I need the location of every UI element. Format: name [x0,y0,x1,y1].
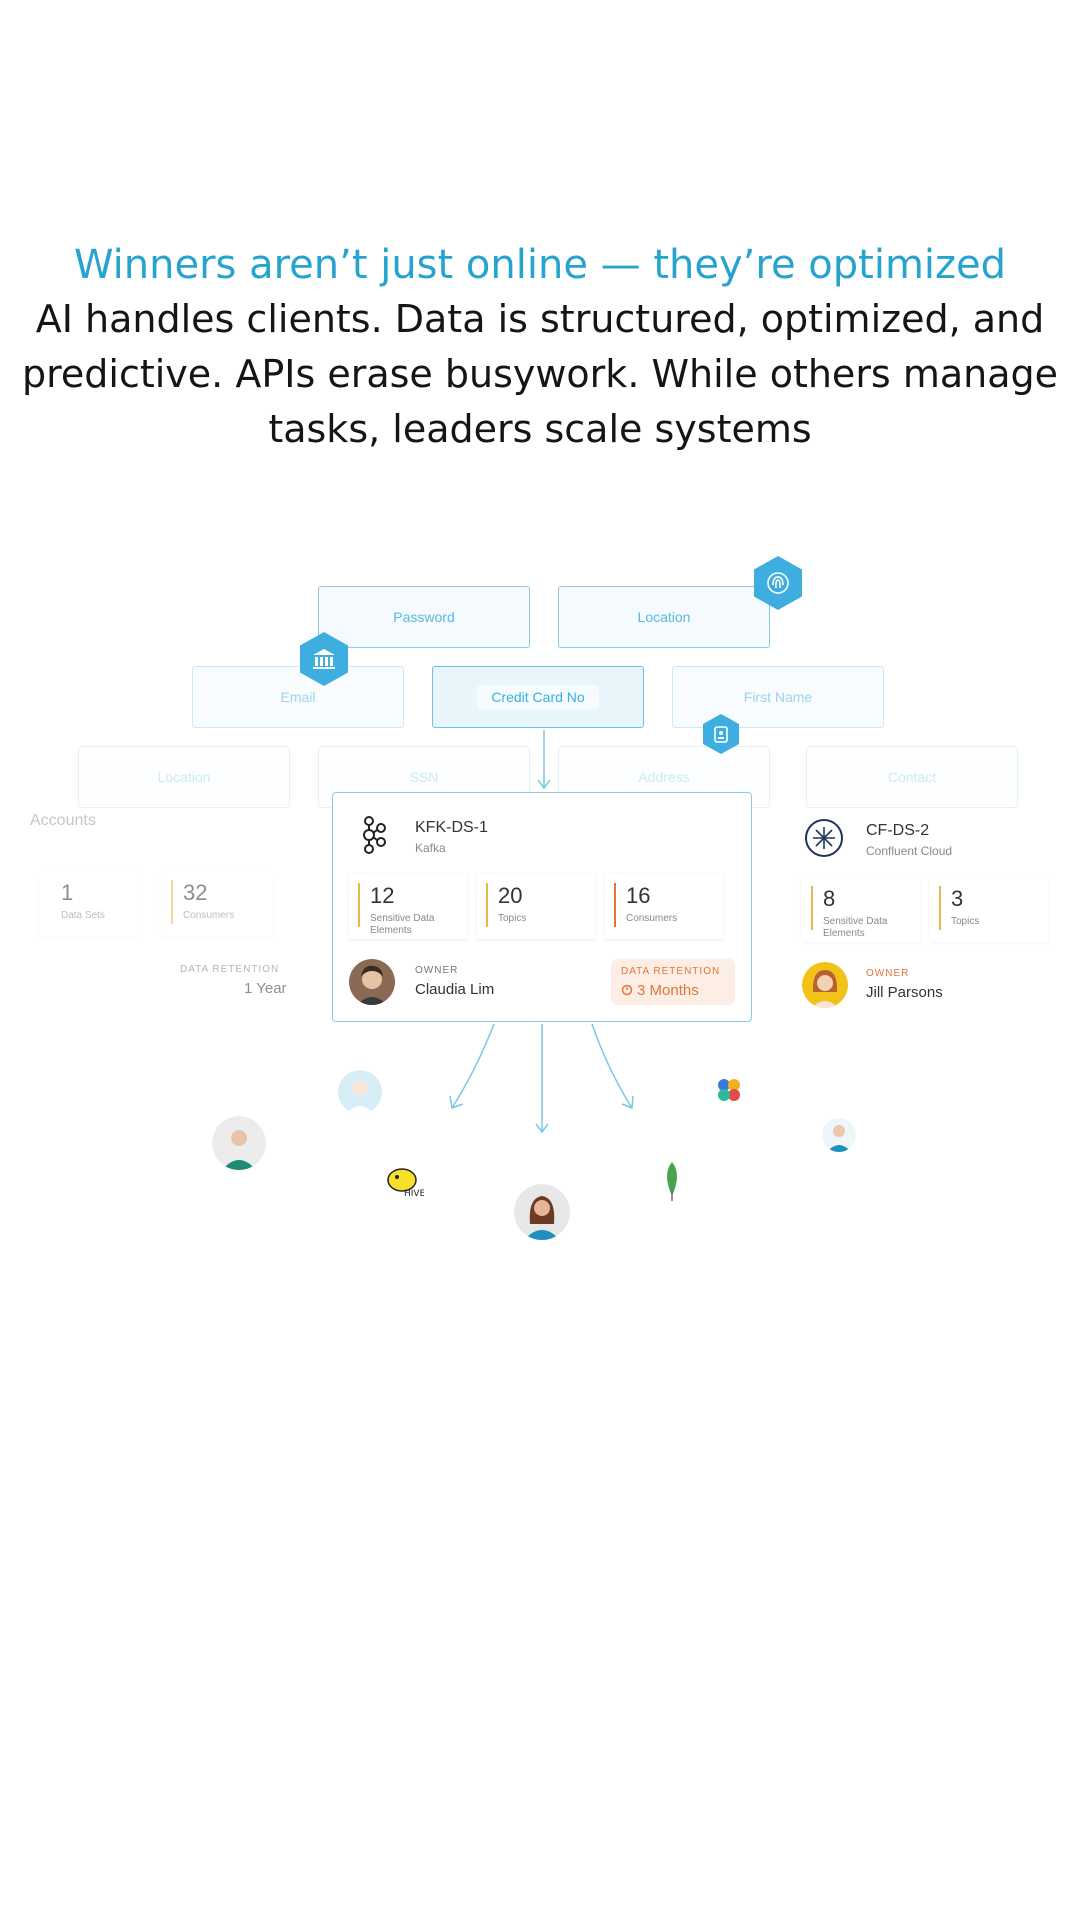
accounts-stat-datasets: 1 Data Sets [40,872,140,936]
kafka-dataset-card[interactable]: KFK-DS-1 Kafka 12 Sensitive Data Element… [332,792,752,1022]
hive-icon: HIVE [384,1164,426,1200]
field-credit-card: Credit Card No [432,666,644,728]
owner-label: OWNER [866,968,910,979]
accounts-stat-consumers: 32 Consumers [162,872,272,936]
retention-label: DATA RETENTION [621,966,721,977]
svg-text:HIVE: HIVE [404,1189,424,1199]
stat-topics: 20 Topics [477,875,595,939]
stat-value: 12 [370,883,395,908]
bank-icon [300,632,348,686]
consumer-avatar [212,1116,266,1170]
stat-sensitive-elements: 8 Sensitive Data Elements [802,878,920,942]
card-title: CF-DS-2 [866,822,930,839]
field-location-2: Location [78,746,290,808]
stat-value: 32 [183,880,208,905]
stat-value: 16 [626,883,651,908]
card-title: KFK-DS-1 [415,819,488,836]
stat-value: 8 [823,886,836,911]
card-subtitle: Kafka [415,841,446,855]
kafka-icon [363,816,386,854]
owner-label: OWNER [415,965,459,976]
stat-label: Consumers [626,913,678,924]
retention-value: 3 Months [637,982,699,999]
stat-label: Topics [951,916,980,927]
stat-label: Data Sets [61,910,105,921]
consumer-avatar [338,1070,382,1114]
stat-sensitive-elements: 12 Sensitive Data Elements [349,875,467,939]
stat-label: Sensitive Data Elements [370,913,435,936]
stat-topics: 3 Topics [930,878,1048,942]
badge-icon [703,714,739,754]
consumer-avatar [514,1184,570,1240]
looker-icon [714,1075,744,1105]
stat-value: 1 [61,880,74,905]
timer-icon [621,984,633,996]
consumer-avatar [822,1118,856,1152]
stat-value: 3 [951,886,964,911]
stat-label: Sensitive Data Elements [823,916,888,939]
field-contact: Contact [806,746,1018,808]
field-first-name: First Name [672,666,884,728]
mongodb-icon [662,1160,682,1202]
owner-name: Jill Parsons [866,984,943,1001]
data-lineage-illustration: Password Location Email Credit Card No F… [0,540,1080,1260]
accounts-retention-label: DATA RETENTION [180,964,280,975]
fingerprint-icon [754,556,802,610]
field-location: Location [558,586,770,648]
stat-consumers: 16 Consumers [605,875,723,939]
confluent-dataset-card[interactable]: CF-DS-2 Confluent Cloud 8 Sensitive Data… [800,812,1080,1032]
accounts-card-title: Accounts [30,812,96,829]
accounts-retention-value: 1 Year [244,980,287,997]
hero-title: Winners aren’t just online — they’re opt… [73,242,1007,288]
stat-label: Consumers [183,910,235,921]
accounts-card: Accounts 1 Data Sets 32 Consumers DATA R… [30,812,290,1012]
owner-name: Claudia Lim [415,981,495,998]
avatar [349,959,395,1005]
field-password: Password [318,586,530,648]
retention-badge: DATA RETENTION 3 Months [611,959,735,1005]
stat-label: Topics [498,913,527,924]
stat-value: 20 [498,883,523,908]
confluent-icon [805,819,843,857]
card-subtitle: Confluent Cloud [866,844,953,858]
hero: Winners aren’t just online — they’re opt… [0,238,1080,457]
avatar [802,962,848,1008]
hero-body: AI handles clients. Data is structured, … [21,297,1058,451]
field-email: Email [192,666,404,728]
field-credit-card-label: Credit Card No [477,685,599,709]
connector-lines [449,730,634,1134]
